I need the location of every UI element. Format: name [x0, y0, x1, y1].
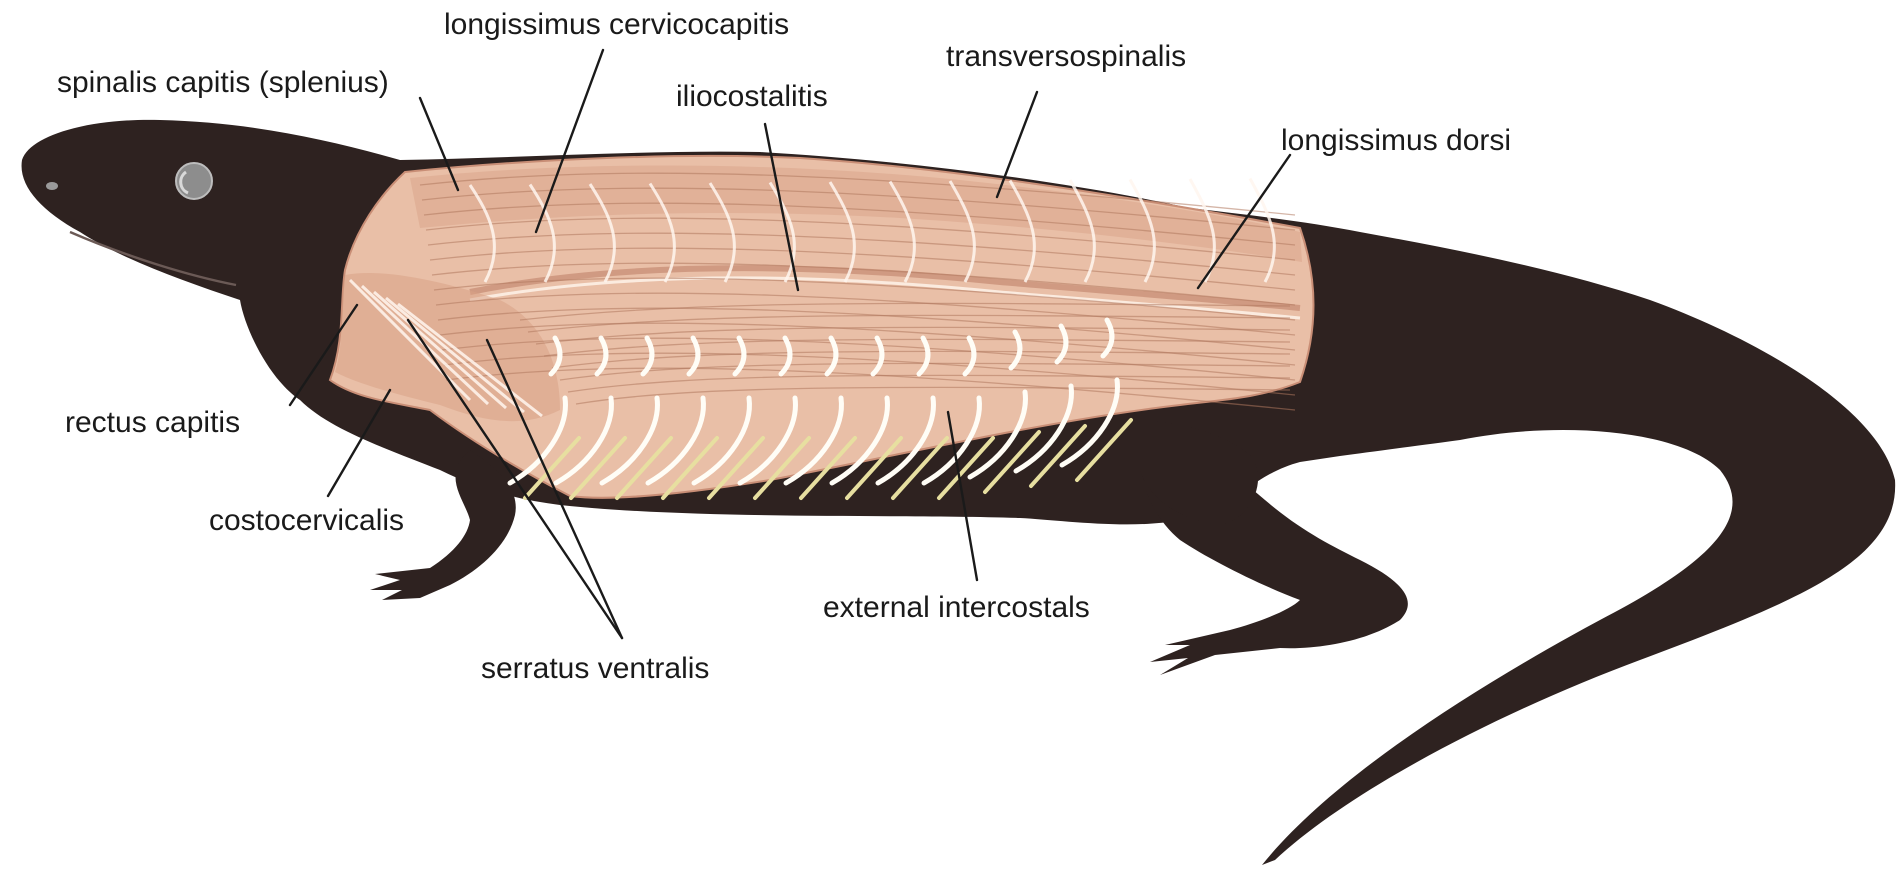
label-iliocostalitis: iliocostalitis [676, 80, 828, 113]
label-longissimus-dorsi: longissimus dorsi [1281, 124, 1511, 157]
label-longissimus-cervicocapitis: longissimus cervicocapitis [444, 8, 789, 41]
label-transversospinalis: transversospinalis [946, 40, 1186, 73]
label-serratus-ventralis: serratus ventralis [481, 652, 709, 685]
label-external-intercostals: external intercostals [823, 591, 1090, 624]
label-costocervicalis: costocervicalis [209, 504, 404, 537]
nostril [46, 182, 58, 190]
label-rectus-capitis: rectus capitis [65, 406, 240, 439]
label-spinalis-capitis: spinalis capitis (splenius) [57, 66, 389, 99]
